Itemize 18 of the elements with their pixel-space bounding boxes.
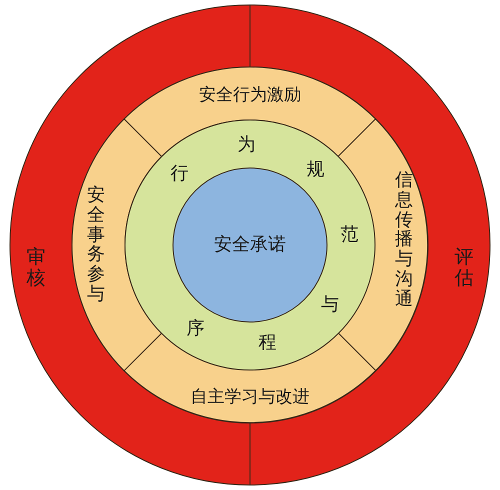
- segment-label: 自主学习与改进: [190, 386, 310, 408]
- segment-label: 安全行为激励: [198, 84, 301, 106]
- vertical-label: 信息传播与沟通: [394, 170, 413, 310]
- ring-label: 与: [320, 296, 339, 314]
- vertical-label: 评估: [454, 247, 474, 289]
- ring-label: 程: [258, 334, 276, 352]
- ring-label: 序: [186, 320, 205, 338]
- vertical-label: 安全事务参与: [87, 186, 105, 304]
- vertical-label: 审核: [26, 247, 46, 289]
- ring-label: 范: [340, 226, 358, 244]
- ring-sector: [72, 119, 162, 371]
- segment-label: 安全承诺: [214, 234, 286, 256]
- ring-label: 行: [170, 165, 188, 184]
- ring-label: 为: [238, 136, 256, 154]
- ring-disk: [125, 120, 375, 370]
- ring-sector: [338, 119, 428, 371]
- ring-label: 规: [306, 160, 325, 179]
- ring-sector: [124, 67, 376, 157]
